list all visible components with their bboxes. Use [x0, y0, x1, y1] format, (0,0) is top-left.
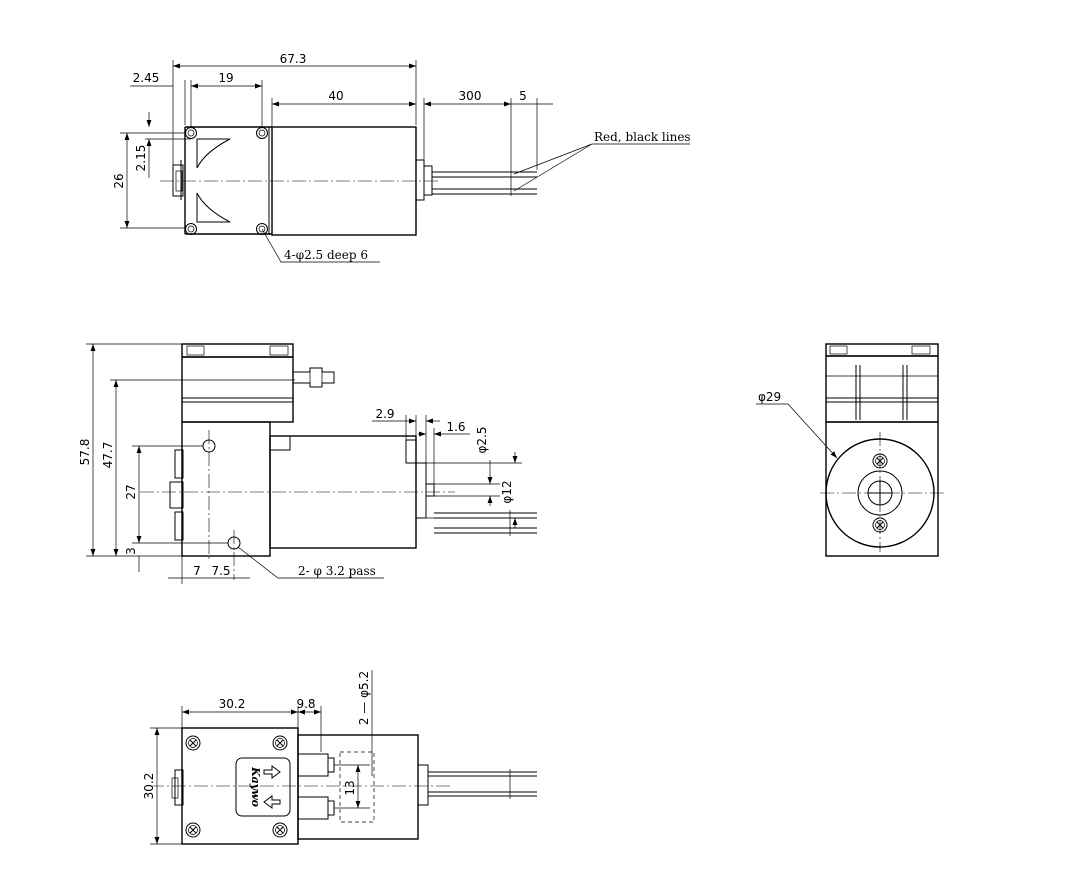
screw-icon [272, 735, 288, 751]
mount-hole [185, 127, 197, 139]
screw-icon [185, 735, 201, 751]
screw-icon [185, 822, 201, 838]
dim-shaft-length: 2.9 [375, 407, 394, 421]
dim-boss-dia: φ12 [500, 480, 514, 503]
dim-height: 26 [112, 173, 126, 188]
dim-hole-x1: 7 [193, 564, 201, 578]
dim-wire-length: 300 [459, 89, 482, 103]
arrow-right-icon [263, 765, 281, 779]
screw-icon [272, 822, 288, 838]
bottom-view: Kaywo 30.2 9.8 2 — φ5.2 13 [142, 670, 537, 845]
note-mount-holes: 4-φ2.5 deep 6 [284, 248, 368, 262]
dim-hole-offset: 2.15 [134, 145, 148, 172]
note-pass-holes: 2- φ 3.2 pass [298, 564, 376, 578]
dim-port-offset: 9.8 [296, 697, 315, 711]
dim-head-length: 30.2 [219, 697, 246, 711]
dim-motor-dia: φ29 [758, 390, 781, 404]
side-view: 57.8 47.7 27 3 7 7.5 2.9 1.6 φ2.5 [78, 343, 537, 584]
dim-width: 30.2 [142, 773, 156, 800]
dim-port-spacing: 13 [343, 780, 357, 795]
dim-port-height: 47.7 [101, 442, 115, 469]
dim-shaft-dia: φ2.5 [475, 427, 489, 454]
note-wires: Red, black lines [594, 130, 691, 144]
dim-shaft-step: 1.6 [446, 420, 465, 434]
dim-offset-left: 2.45 [133, 71, 160, 85]
dim-hole-bottom: 3 [124, 547, 138, 555]
arrow-left-icon [263, 795, 281, 809]
dim-hole-x2: 7.5 [211, 564, 230, 578]
mount-hole [185, 223, 197, 235]
dim-hole-span: 27 [124, 484, 138, 499]
dim-overall-length: 67.3 [280, 52, 307, 66]
mount-hole [256, 127, 268, 139]
dim-total-height: 57.8 [78, 439, 92, 466]
dim-port-dia: 2 — φ5.2 [357, 671, 371, 725]
end-view: φ29 [756, 343, 945, 557]
brand-logo: Kaywo [249, 766, 262, 807]
dim-wire-strip: 5 [519, 89, 527, 103]
dim-hole-spacing: 19 [218, 71, 233, 85]
dim-motor-length: 40 [328, 89, 343, 103]
top-view: 67.3 2.45 19 40 300 5 26 2.15 Red, black… [112, 52, 691, 263]
